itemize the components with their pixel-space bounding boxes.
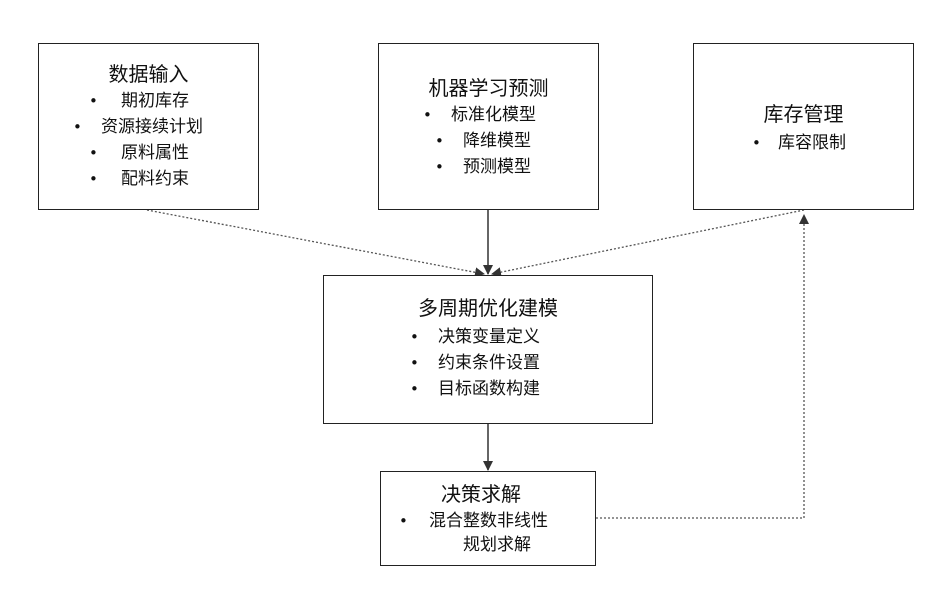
solve-item-1: 混合整数非线性: [429, 510, 548, 532]
data-input-title: 数据输入: [39, 62, 258, 86]
box-decision-solve: 决策求解 • 混合整数非线性 规划求解: [380, 471, 596, 566]
bullet-icon: •: [89, 168, 98, 190]
ml-prediction-title: 机器学习预测: [379, 76, 598, 100]
bullet-icon: •: [399, 510, 408, 532]
optimization-item-1: 决策变量定义: [438, 326, 540, 348]
data-input-item-1: 期初库存: [121, 90, 189, 112]
solve-title: 决策求解: [441, 482, 595, 506]
bullet-icon: •: [435, 130, 444, 152]
bullet-icon: •: [73, 116, 82, 138]
bullet-icon: •: [423, 104, 432, 126]
arrow-inventory-to-optimization: [492, 210, 804, 274]
optimization-title: 多周期优化建模: [324, 296, 652, 320]
bullet-icon: •: [410, 326, 419, 348]
data-input-item-3: 原料属性: [121, 142, 189, 164]
bullet-icon: •: [410, 378, 419, 400]
bullet-icon: •: [89, 142, 98, 164]
box-data-input: 数据输入 • 期初库存 • 资源接续计划 • 原料属性 • 配料约束: [38, 43, 259, 210]
data-input-item-4: 配料约束: [121, 168, 189, 190]
ml-prediction-item-1: 标准化模型: [451, 104, 536, 126]
bullet-icon: •: [435, 156, 444, 178]
ml-prediction-item-3: 预测模型: [463, 156, 531, 178]
optimization-item-2: 约束条件设置: [438, 352, 540, 374]
inventory-title: 库存管理: [694, 102, 913, 126]
box-multi-period-optimization: 多周期优化建模 • 决策变量定义 • 约束条件设置 • 目标函数构建: [323, 275, 653, 424]
box-ml-prediction: 机器学习预测 • 标准化模型 • 降维模型 • 预测模型: [378, 43, 599, 210]
box-inventory-management: 库存管理 • 库容限制: [693, 43, 914, 210]
bullet-icon: •: [752, 132, 761, 154]
bullet-icon: •: [410, 352, 419, 374]
inventory-item-1: 库容限制: [778, 132, 846, 154]
solve-item-2: 规划求解: [463, 534, 531, 556]
ml-prediction-item-2: 降维模型: [463, 130, 531, 152]
data-input-item-2: 资源接续计划: [101, 116, 203, 138]
bullet-icon: •: [89, 90, 98, 112]
arrow-data-input-to-optimization: [147, 210, 484, 274]
optimization-item-3: 目标函数构建: [438, 378, 540, 400]
